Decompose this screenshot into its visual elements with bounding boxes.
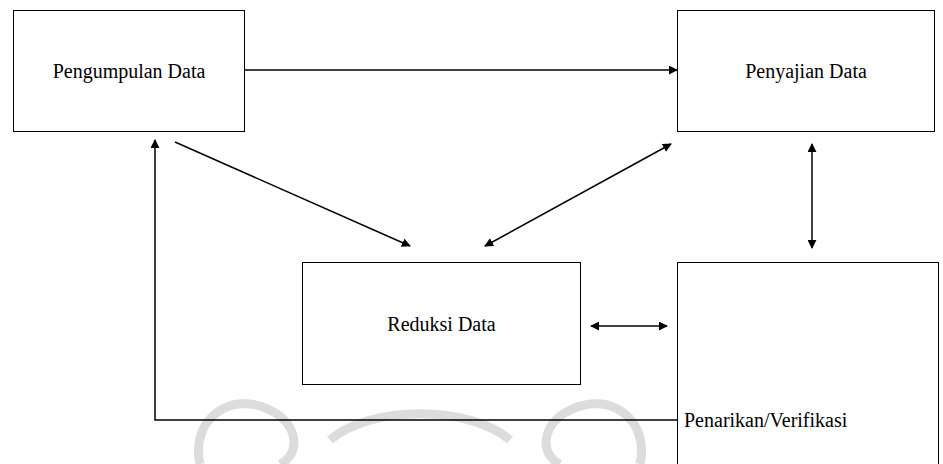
process-box: Penarikan/Verifikasi [677, 262, 939, 464]
flow-arrow [245, 69, 677, 71]
flow-arrow [485, 144, 671, 246]
flow-arrow [175, 142, 410, 246]
process-box: Reduksi Data [302, 262, 581, 385]
box-label: Penyajian Data [745, 59, 867, 83]
process-box: Penyajian Data [677, 10, 935, 132]
flow-arrow [811, 144, 813, 248]
box-label: Reduksi Data [387, 312, 495, 336]
flow-arrow [155, 140, 677, 420]
flow-arrow [591, 325, 667, 327]
box-label: Pengumpulan Data [53, 59, 206, 83]
box-label: Penarikan/Verifikasi [684, 408, 938, 432]
process-box: Pengumpulan Data [13, 10, 245, 132]
